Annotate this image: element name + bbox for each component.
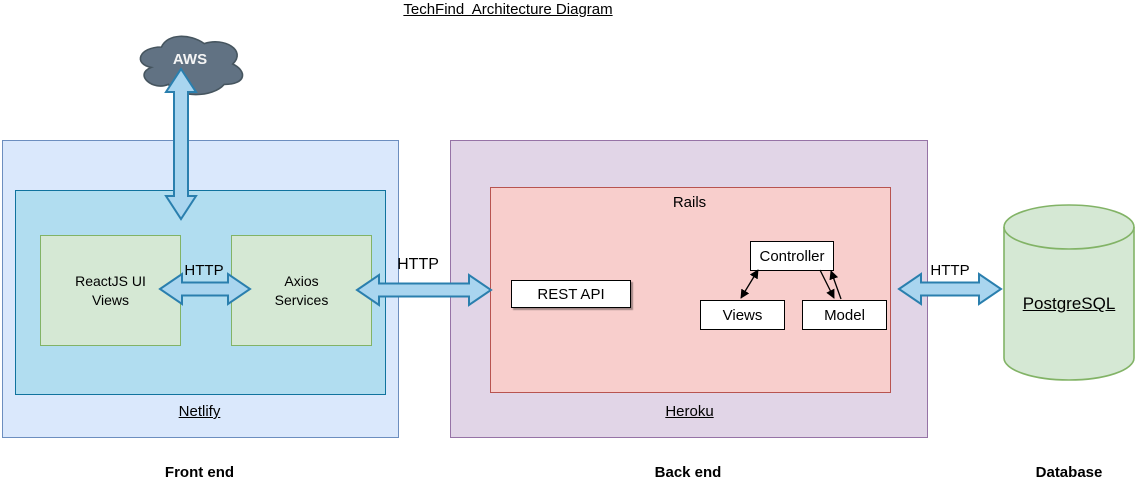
postgresql-label: PostgreSQL bbox=[1022, 294, 1116, 313]
frontend-backend-http-label: HTTP bbox=[397, 256, 439, 273]
postgresql-cylinder-shape bbox=[1003, 204, 1135, 381]
heroku-label: Heroku bbox=[665, 403, 714, 420]
postgresql-cylinder-rim bbox=[1003, 226, 1135, 250]
netlify-label: Netlify bbox=[178, 403, 221, 420]
reactjs-ui-views-box: ReactJS UI Views bbox=[40, 235, 181, 346]
diagram-title: TechFind Architecture Diagram bbox=[403, 1, 613, 18]
model-box: Model bbox=[802, 300, 887, 330]
database-caption: Database bbox=[1035, 464, 1103, 481]
frontend-caption: Front end bbox=[164, 464, 235, 481]
rails-label: Rails bbox=[672, 194, 707, 211]
views-box: Views bbox=[700, 300, 785, 330]
frontend-internal-http-label: HTTP bbox=[184, 262, 224, 279]
controller-box: Controller bbox=[750, 241, 834, 271]
rest-api-box: REST API bbox=[511, 280, 631, 308]
backend-caption: Back end bbox=[654, 464, 722, 481]
axios-services-box: Axios Services bbox=[231, 235, 372, 346]
aws-label: AWS bbox=[172, 51, 208, 68]
backend-database-http-label: HTTP bbox=[930, 262, 970, 279]
